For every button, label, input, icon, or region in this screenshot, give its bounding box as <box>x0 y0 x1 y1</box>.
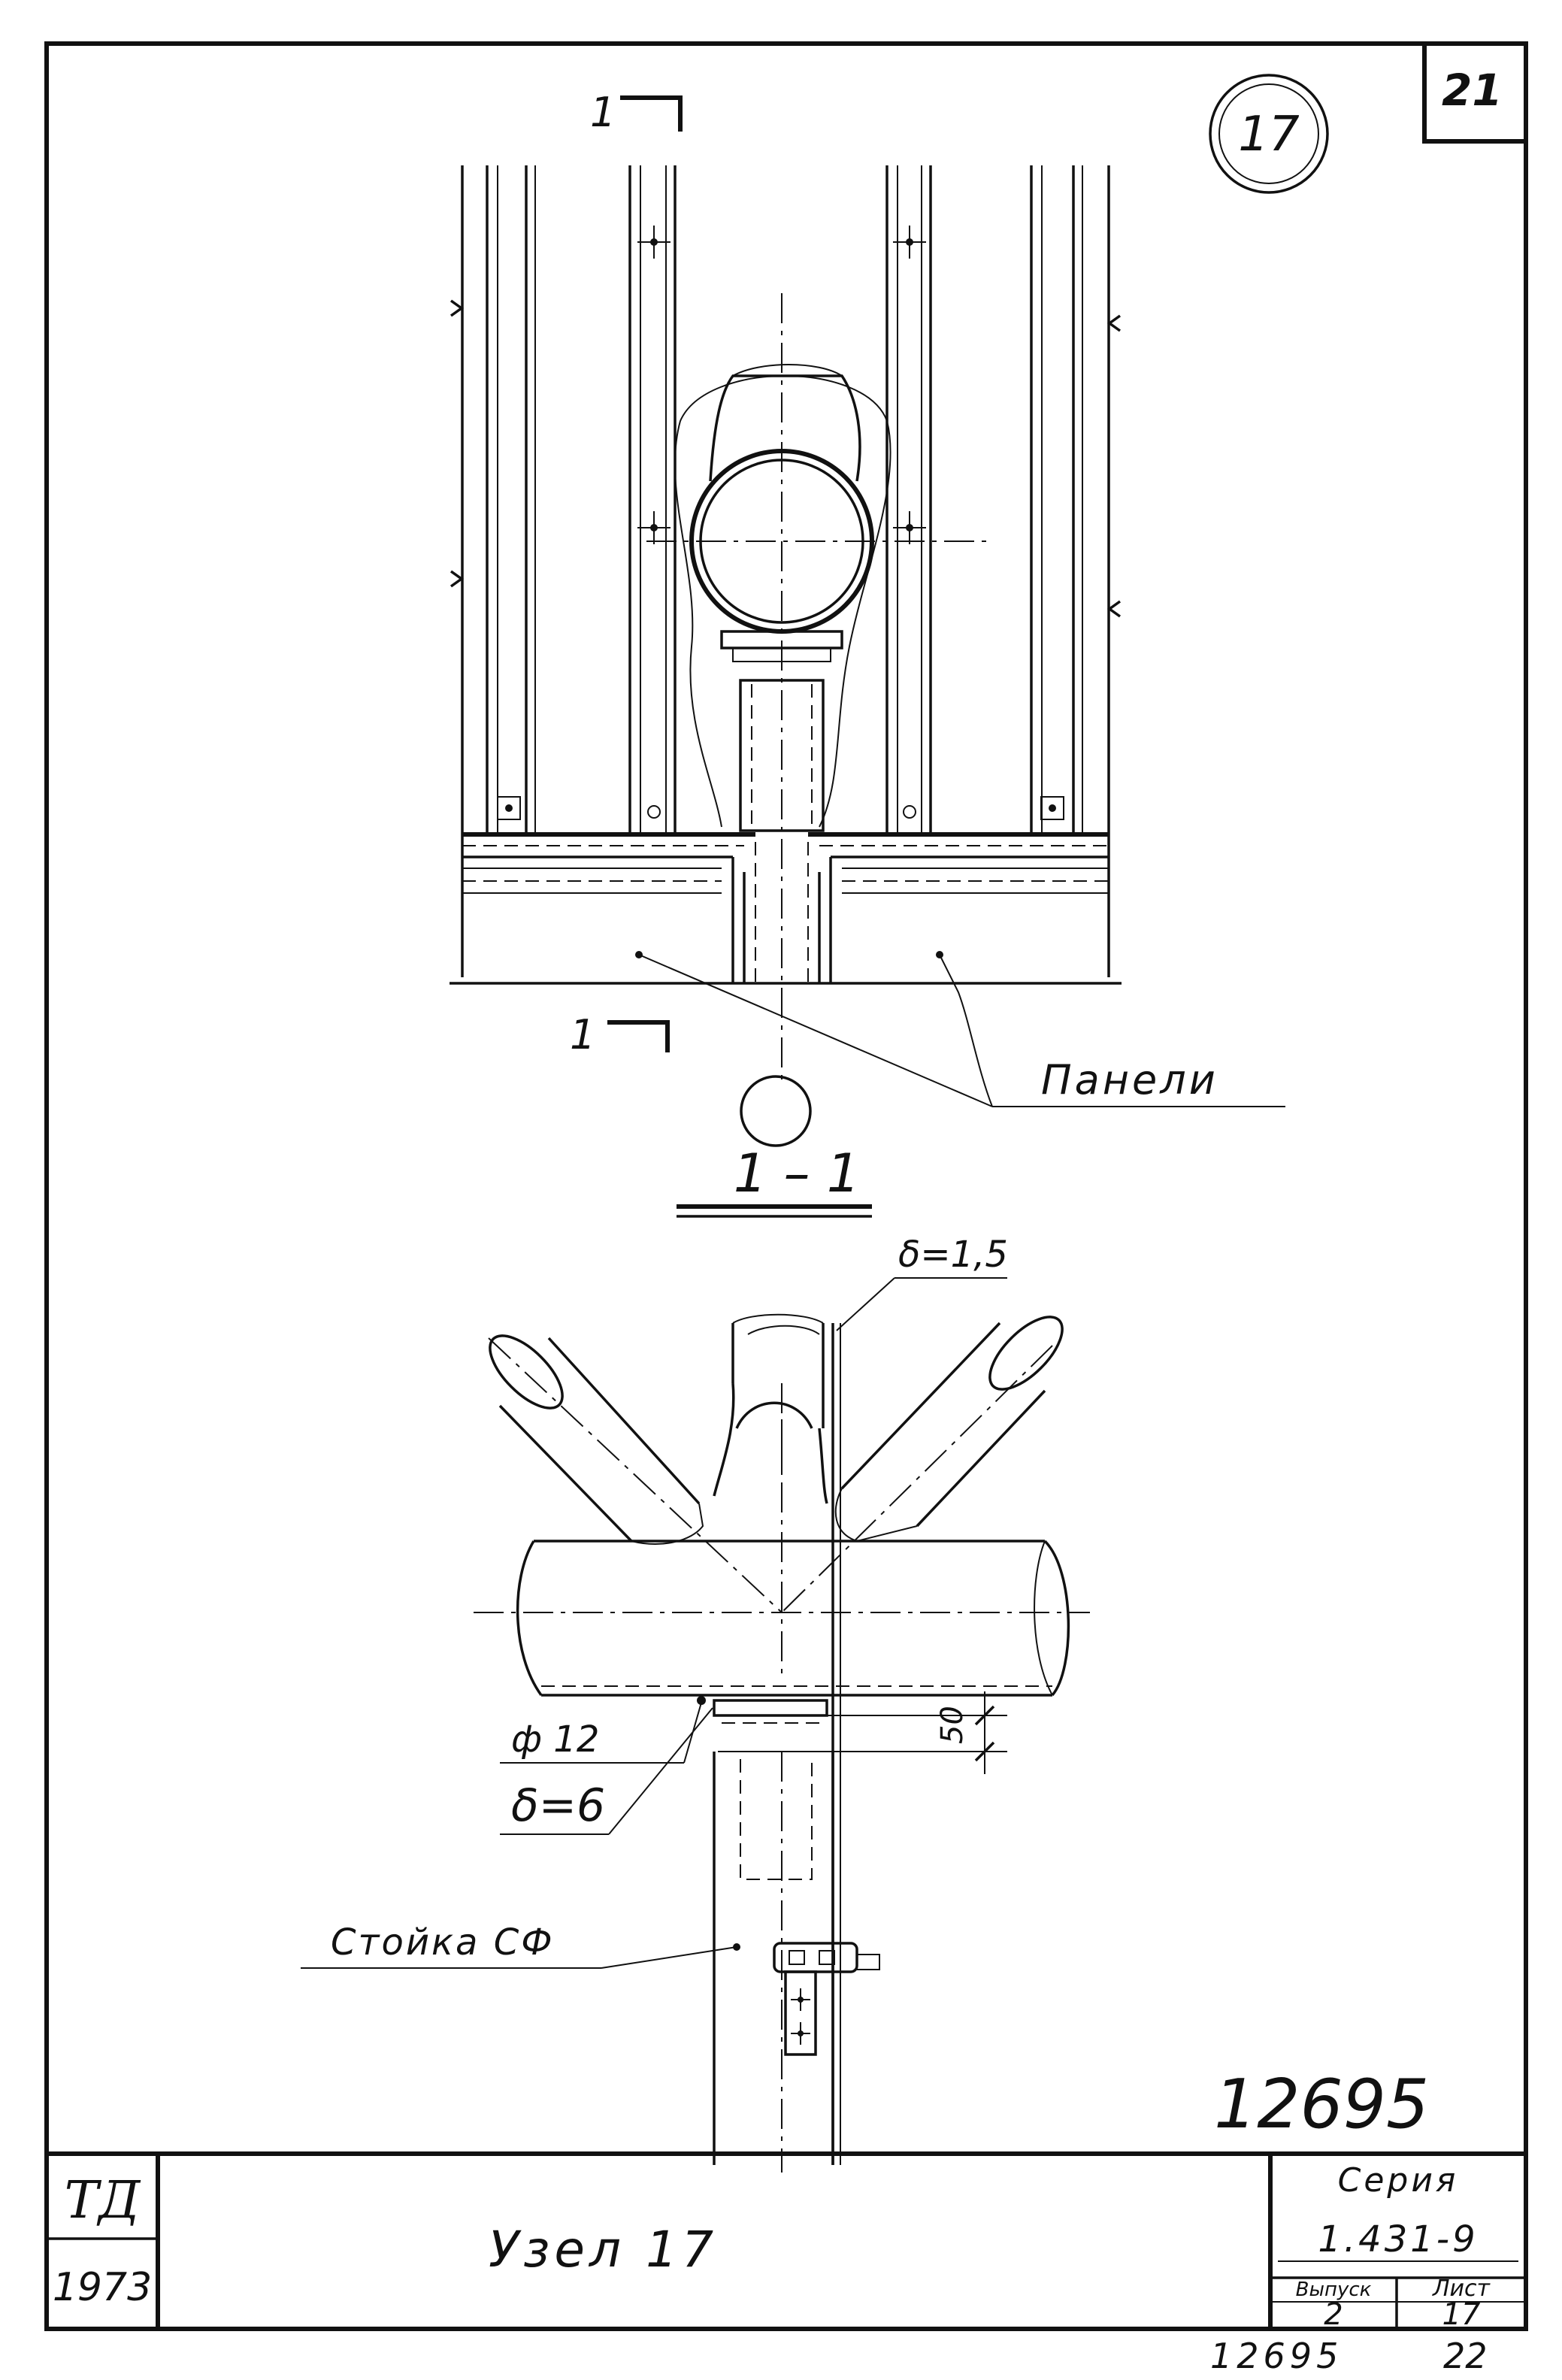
footer-number: 12695 <box>1210 2336 1343 2376</box>
sheet-label: Лист <box>1432 2276 1491 2302</box>
section-mark-top-label: 1 <box>590 89 616 136</box>
transom-beam <box>462 832 1109 983</box>
org-label: ТД <box>65 2171 141 2230</box>
left-brace <box>488 1334 783 1613</box>
dimension-50: 50 <box>827 1691 1007 1774</box>
bracket <box>773 1942 880 2056</box>
sheet-title: Узел 17 <box>489 2221 718 2279</box>
bolt-marks <box>497 226 1064 820</box>
bottom-stamp: 12695 <box>1214 2065 1429 2144</box>
title-block: ТД 1973 Узел 17 Серия 1.431-9 Выпуск 2 Л… <box>47 2151 1526 2332</box>
footer-page: 22 <box>1443 2336 1488 2376</box>
dimension-50-label: 50 <box>935 1706 970 1744</box>
section-view: 50 δ=1,5 ф 12 <box>301 1234 1090 2173</box>
bolt-label: ф 12 <box>511 1718 599 1761</box>
node-circle: 17 <box>1209 74 1329 194</box>
node-circle-label: 17 <box>1238 107 1300 162</box>
section-title: 1 – 1 <box>677 1143 872 1218</box>
year-label: 1973 <box>53 2265 152 2310</box>
column-label: Стойка СФ <box>331 1921 555 1964</box>
plate-label: δ=6 <box>511 1779 605 1832</box>
sheet-frame <box>44 41 1528 2331</box>
thickness-top-label: δ=1,5 <box>898 1234 1008 1276</box>
section-title-label: 1 – 1 <box>734 1143 861 1204</box>
series-label: Серия <box>1338 2161 1459 2200</box>
corner-sheet-number: 21 <box>1442 65 1503 116</box>
column-section <box>713 1751 834 2173</box>
section-mark-bottom-label: 1 <box>570 1011 595 1058</box>
horizontal-chord <box>474 1383 1090 1697</box>
issue-value: 2 <box>1324 2297 1343 2332</box>
panel-rails <box>486 165 1083 834</box>
footer: 12695 22 <box>1210 2336 1488 2376</box>
corner-sheet-number-box: 21 <box>1422 44 1526 144</box>
sheet-value: 17 <box>1442 2297 1481 2332</box>
bottom-plate <box>697 1696 828 1724</box>
right-brace <box>781 1316 1064 1613</box>
section-mark-top: 1 <box>590 89 683 136</box>
panels-callout-label: Панели <box>1041 1056 1218 1104</box>
plan-view: 1 1 Панели 1 – 1 <box>450 89 1285 1218</box>
panels-callout: Панели <box>635 951 1285 1107</box>
section-labels: δ=1,5 ф 12 δ=6 Стойка СФ <box>301 1234 1008 1969</box>
series-value: 1.431-9 <box>1318 2218 1478 2260</box>
section-mark-bottom: 1 <box>570 1011 670 1058</box>
issue-label: Выпуск <box>1296 2279 1372 2301</box>
